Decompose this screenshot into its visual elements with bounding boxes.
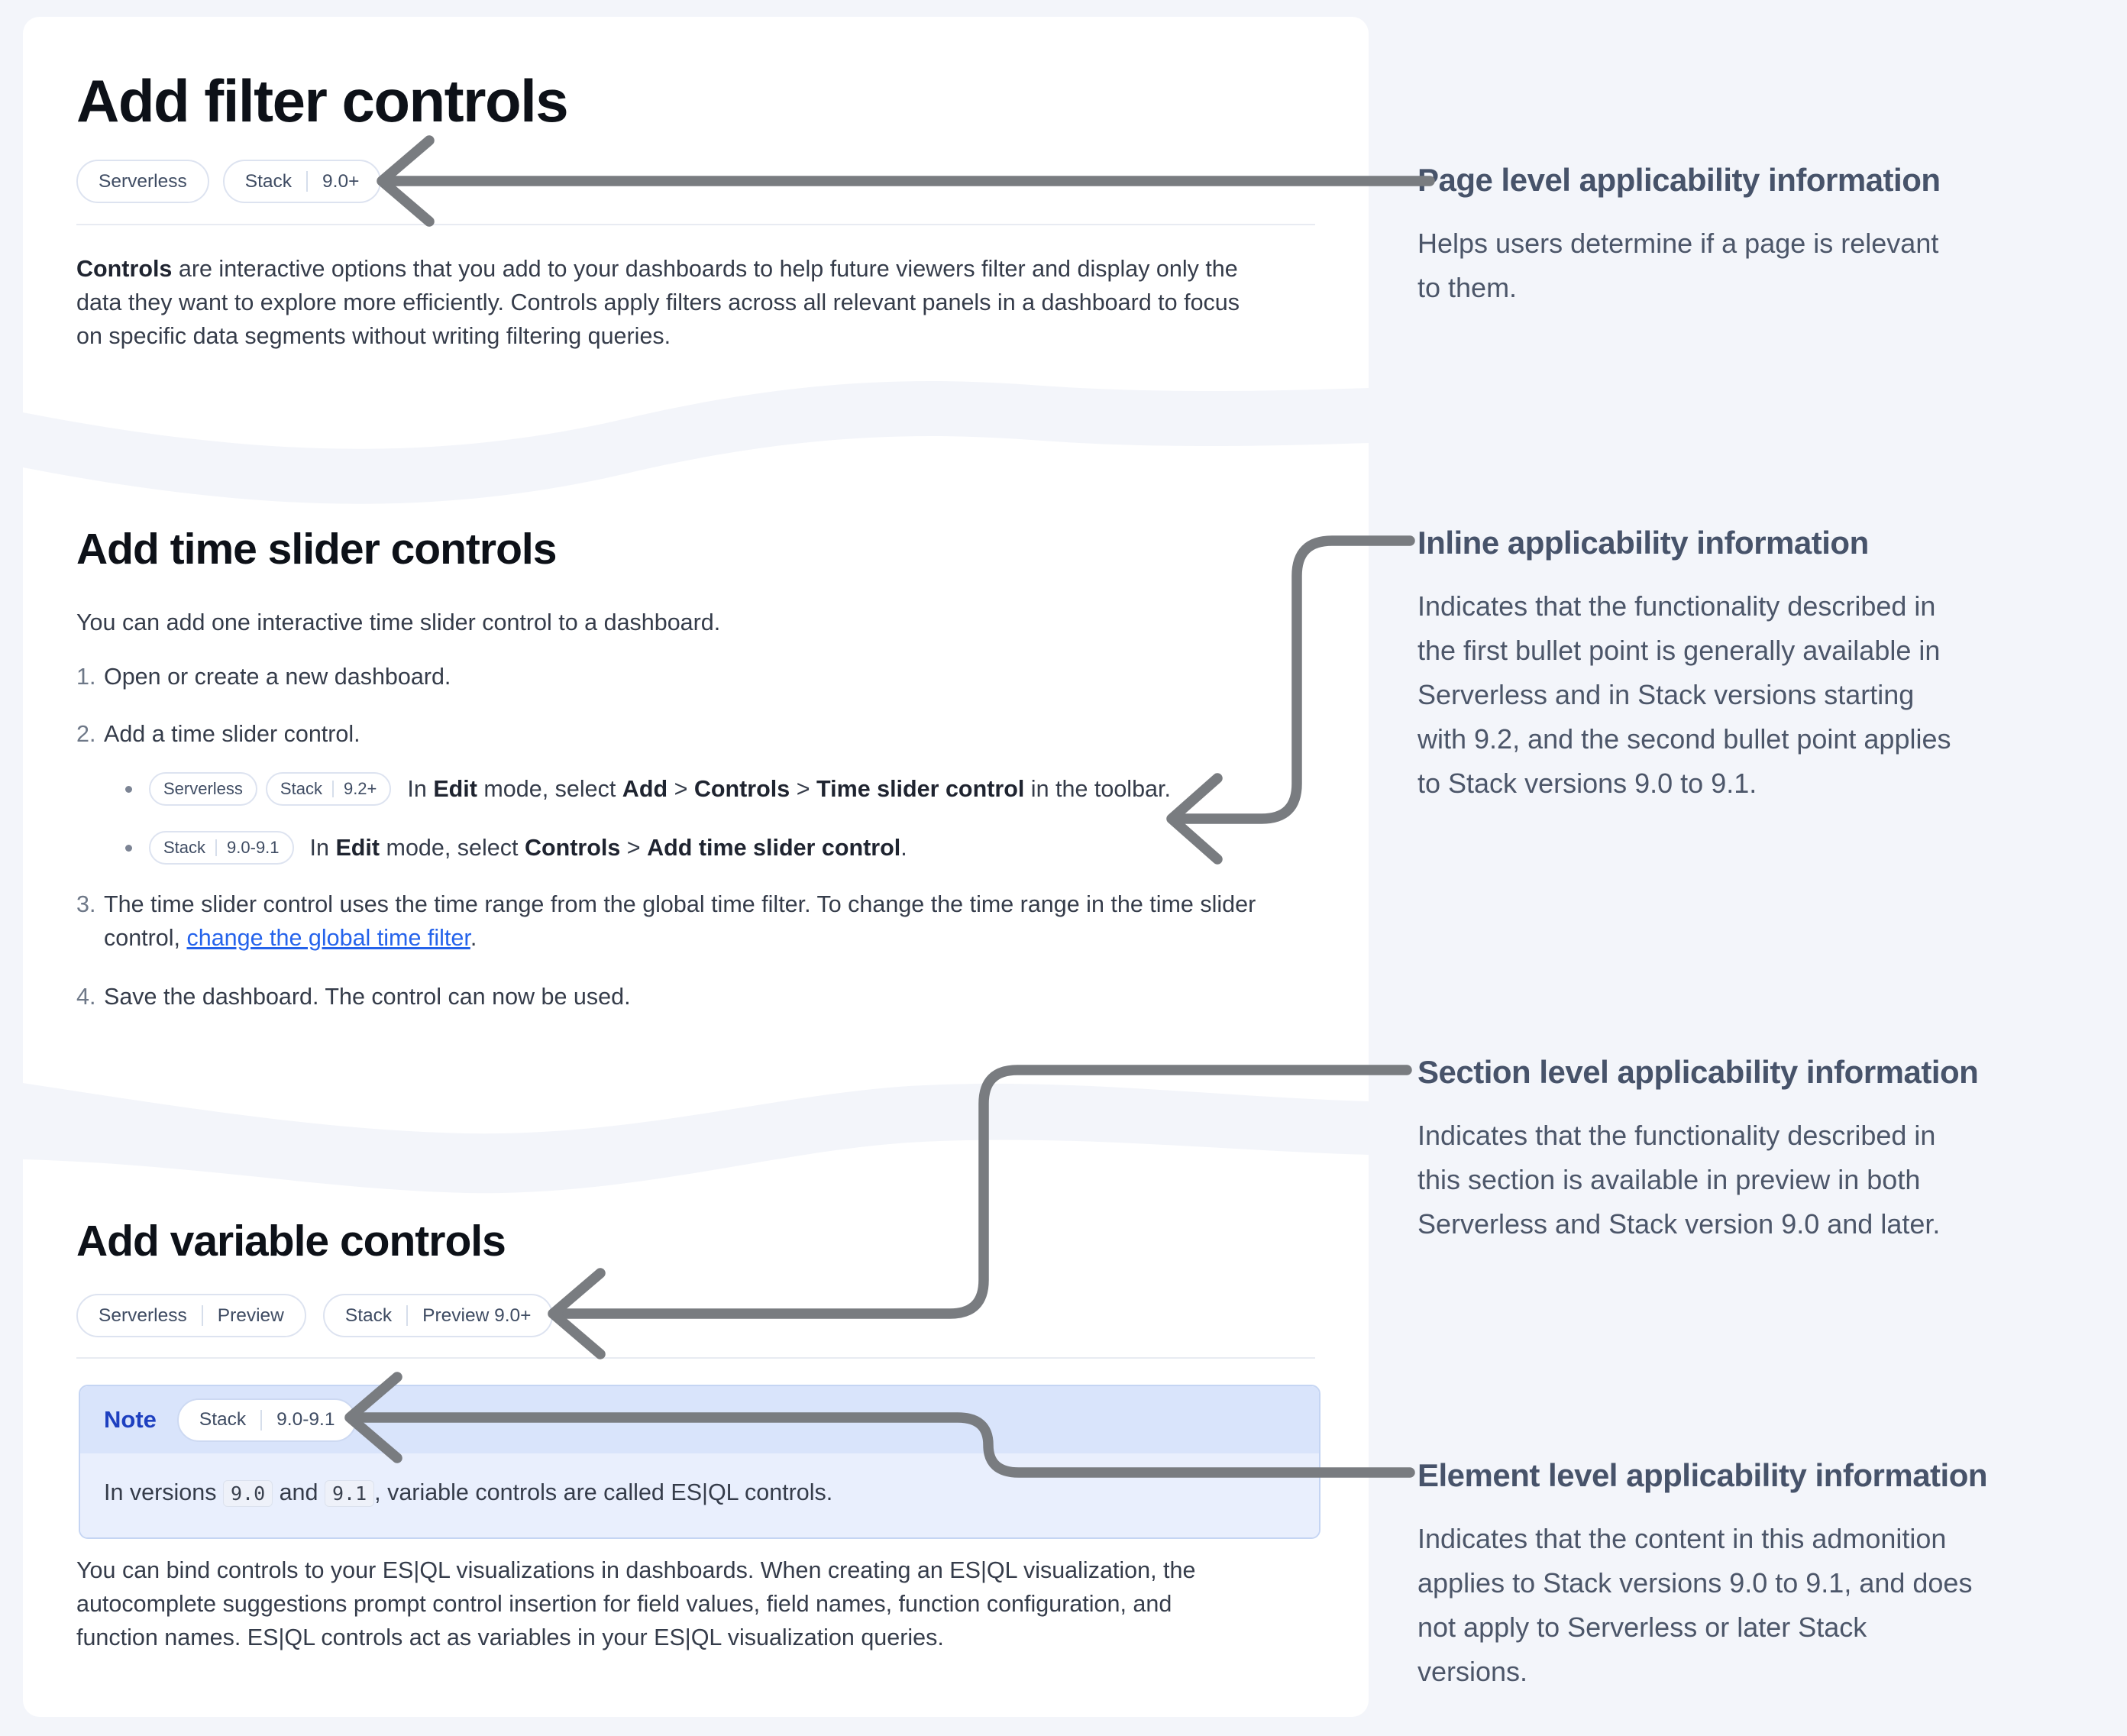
list-number: 1. — [76, 664, 96, 690]
badge-divider — [306, 171, 309, 192]
page-applicability-badges: Serverless Stack 9.0+ — [76, 160, 382, 203]
page-title: Add filter controls — [76, 67, 569, 134]
section-title-variable: Add variable controls — [76, 1217, 506, 1266]
annotation-page-level: Page level applicability information Hel… — [1417, 162, 2112, 310]
badge-version: 9.0+ — [322, 170, 360, 192]
annotation-title: Element level applicability information — [1417, 1457, 1988, 1493]
annotation-section-level: Section level applicability information … — [1417, 1054, 2112, 1246]
badge-serverless-inline[interactable]: Serverless — [149, 772, 257, 806]
annotation-title: Page level applicability information — [1417, 162, 1941, 198]
note-body: In versions 9.0 and 9.1, variable contro… — [80, 1453, 1319, 1537]
annotation-title: Section level applicability information — [1417, 1054, 1979, 1090]
annotation-body: Indicates that the functionality describ… — [1417, 1120, 1941, 1240]
intro-paragraph: Controls are interactive options that yo… — [76, 256, 1240, 349]
list-item-text: In Edit mode, select Add > Controls > Ti… — [407, 775, 1171, 802]
ordered-list-item-4: 4. Save the dashboard. The control can n… — [76, 980, 631, 1013]
list-item-text: The time slider control uses the time ra… — [104, 891, 1256, 951]
annotation-body: Indicates that the functionality describ… — [1417, 590, 1951, 799]
badge-stack-9-2-plus-inline[interactable]: Stack 9.2+ — [265, 772, 392, 806]
badge-version: 9.0-9.1 — [276, 1409, 335, 1430]
version-code-chip: 9.1 — [324, 1480, 375, 1507]
badge-label: Stack — [280, 779, 322, 798]
badge-stack-9-0-9-1-note[interactable]: Stack 9.0-9.1 — [176, 1398, 357, 1442]
badge-divider — [215, 839, 218, 856]
change-global-time-filter-link[interactable]: change the global time filter — [186, 925, 470, 951]
ordered-list-item-1: 1. Open or create a new dashboard. — [76, 660, 451, 693]
badge-stack-9-0-9-1-inline[interactable]: Stack 9.0-9.1 — [149, 831, 294, 865]
badge-label: Serverless — [163, 779, 243, 798]
badge-label: Serverless — [99, 170, 187, 192]
section-title-time-slider: Add time slider controls — [76, 525, 557, 574]
list-number: 3. — [76, 891, 96, 917]
section-intro: You can add one interactive time slider … — [76, 609, 721, 635]
badge-serverless-preview[interactable]: Serverless Preview — [76, 1294, 306, 1337]
list-number: 2. — [76, 721, 96, 747]
badge-divider — [201, 1305, 203, 1326]
badge-lifecycle: Preview 9.0+ — [422, 1304, 532, 1326]
note-label: Note — [104, 1406, 157, 1433]
divider — [76, 1357, 1315, 1359]
list-number: 4. — [76, 984, 96, 1010]
badge-divider — [260, 1409, 263, 1431]
ordered-list-item-2: 2. Add a time slider control. — [76, 717, 360, 751]
badge-serverless[interactable]: Serverless — [76, 160, 209, 203]
list-item-text: Add a time slider control. — [104, 721, 360, 747]
note-header: Note Stack 9.0-9.1 — [80, 1386, 1319, 1453]
badge-divider — [331, 781, 334, 797]
note-admonition: Note Stack 9.0-9.1 In versions 9.0 and 9… — [79, 1385, 1320, 1539]
bullet-icon — [125, 785, 132, 793]
section-applicability-badges: Serverless Preview Stack Preview 9.0+ — [76, 1294, 554, 1337]
list-item: Stack 9.0-9.1 In Edit mode, select Contr… — [125, 829, 907, 866]
annotation-body: Helps users determine if a page is relev… — [1417, 228, 1939, 303]
list-item-text: Open or create a new dashboard. — [104, 664, 451, 690]
badge-label: Stack — [163, 838, 206, 857]
list-item-text: Save the dashboard. The control can now … — [104, 984, 631, 1010]
badge-version: 9.0-9.1 — [227, 838, 280, 857]
annotation-inline-level: Inline applicability information Indicat… — [1417, 525, 2112, 806]
ordered-list-item-3: 3. The time slider control uses the time… — [76, 887, 1256, 955]
badge-stack-preview-9-0-plus[interactable]: Stack Preview 9.0+ — [322, 1294, 554, 1337]
badge-version: 9.2+ — [343, 779, 377, 798]
bullet-icon — [125, 844, 132, 852]
annotation-element-level: Element level applicability information … — [1417, 1457, 2112, 1694]
version-code-chip: 9.0 — [222, 1480, 273, 1507]
badge-label: Stack — [244, 170, 293, 192]
list-item-text: In Edit mode, select Controls > Add time… — [309, 834, 907, 861]
list-item: Serverless Stack 9.2+ In Edit mode, sele… — [125, 771, 1171, 807]
annotation-title: Inline applicability information — [1417, 525, 1869, 561]
badge-stack-9-0-plus[interactable]: Stack 9.0+ — [222, 160, 382, 203]
variable-controls-paragraph: You can bind controls to your ES|QL visu… — [76, 1557, 1196, 1650]
annotation-body: Indicates that the content in this admon… — [1417, 1523, 1973, 1687]
badge-lifecycle: Preview — [217, 1304, 284, 1326]
badge-divider — [406, 1305, 409, 1326]
badge-label: Stack — [199, 1409, 247, 1430]
badge-label: Stack — [344, 1304, 393, 1326]
badge-label: Serverless — [99, 1304, 187, 1326]
divider — [76, 224, 1315, 225]
